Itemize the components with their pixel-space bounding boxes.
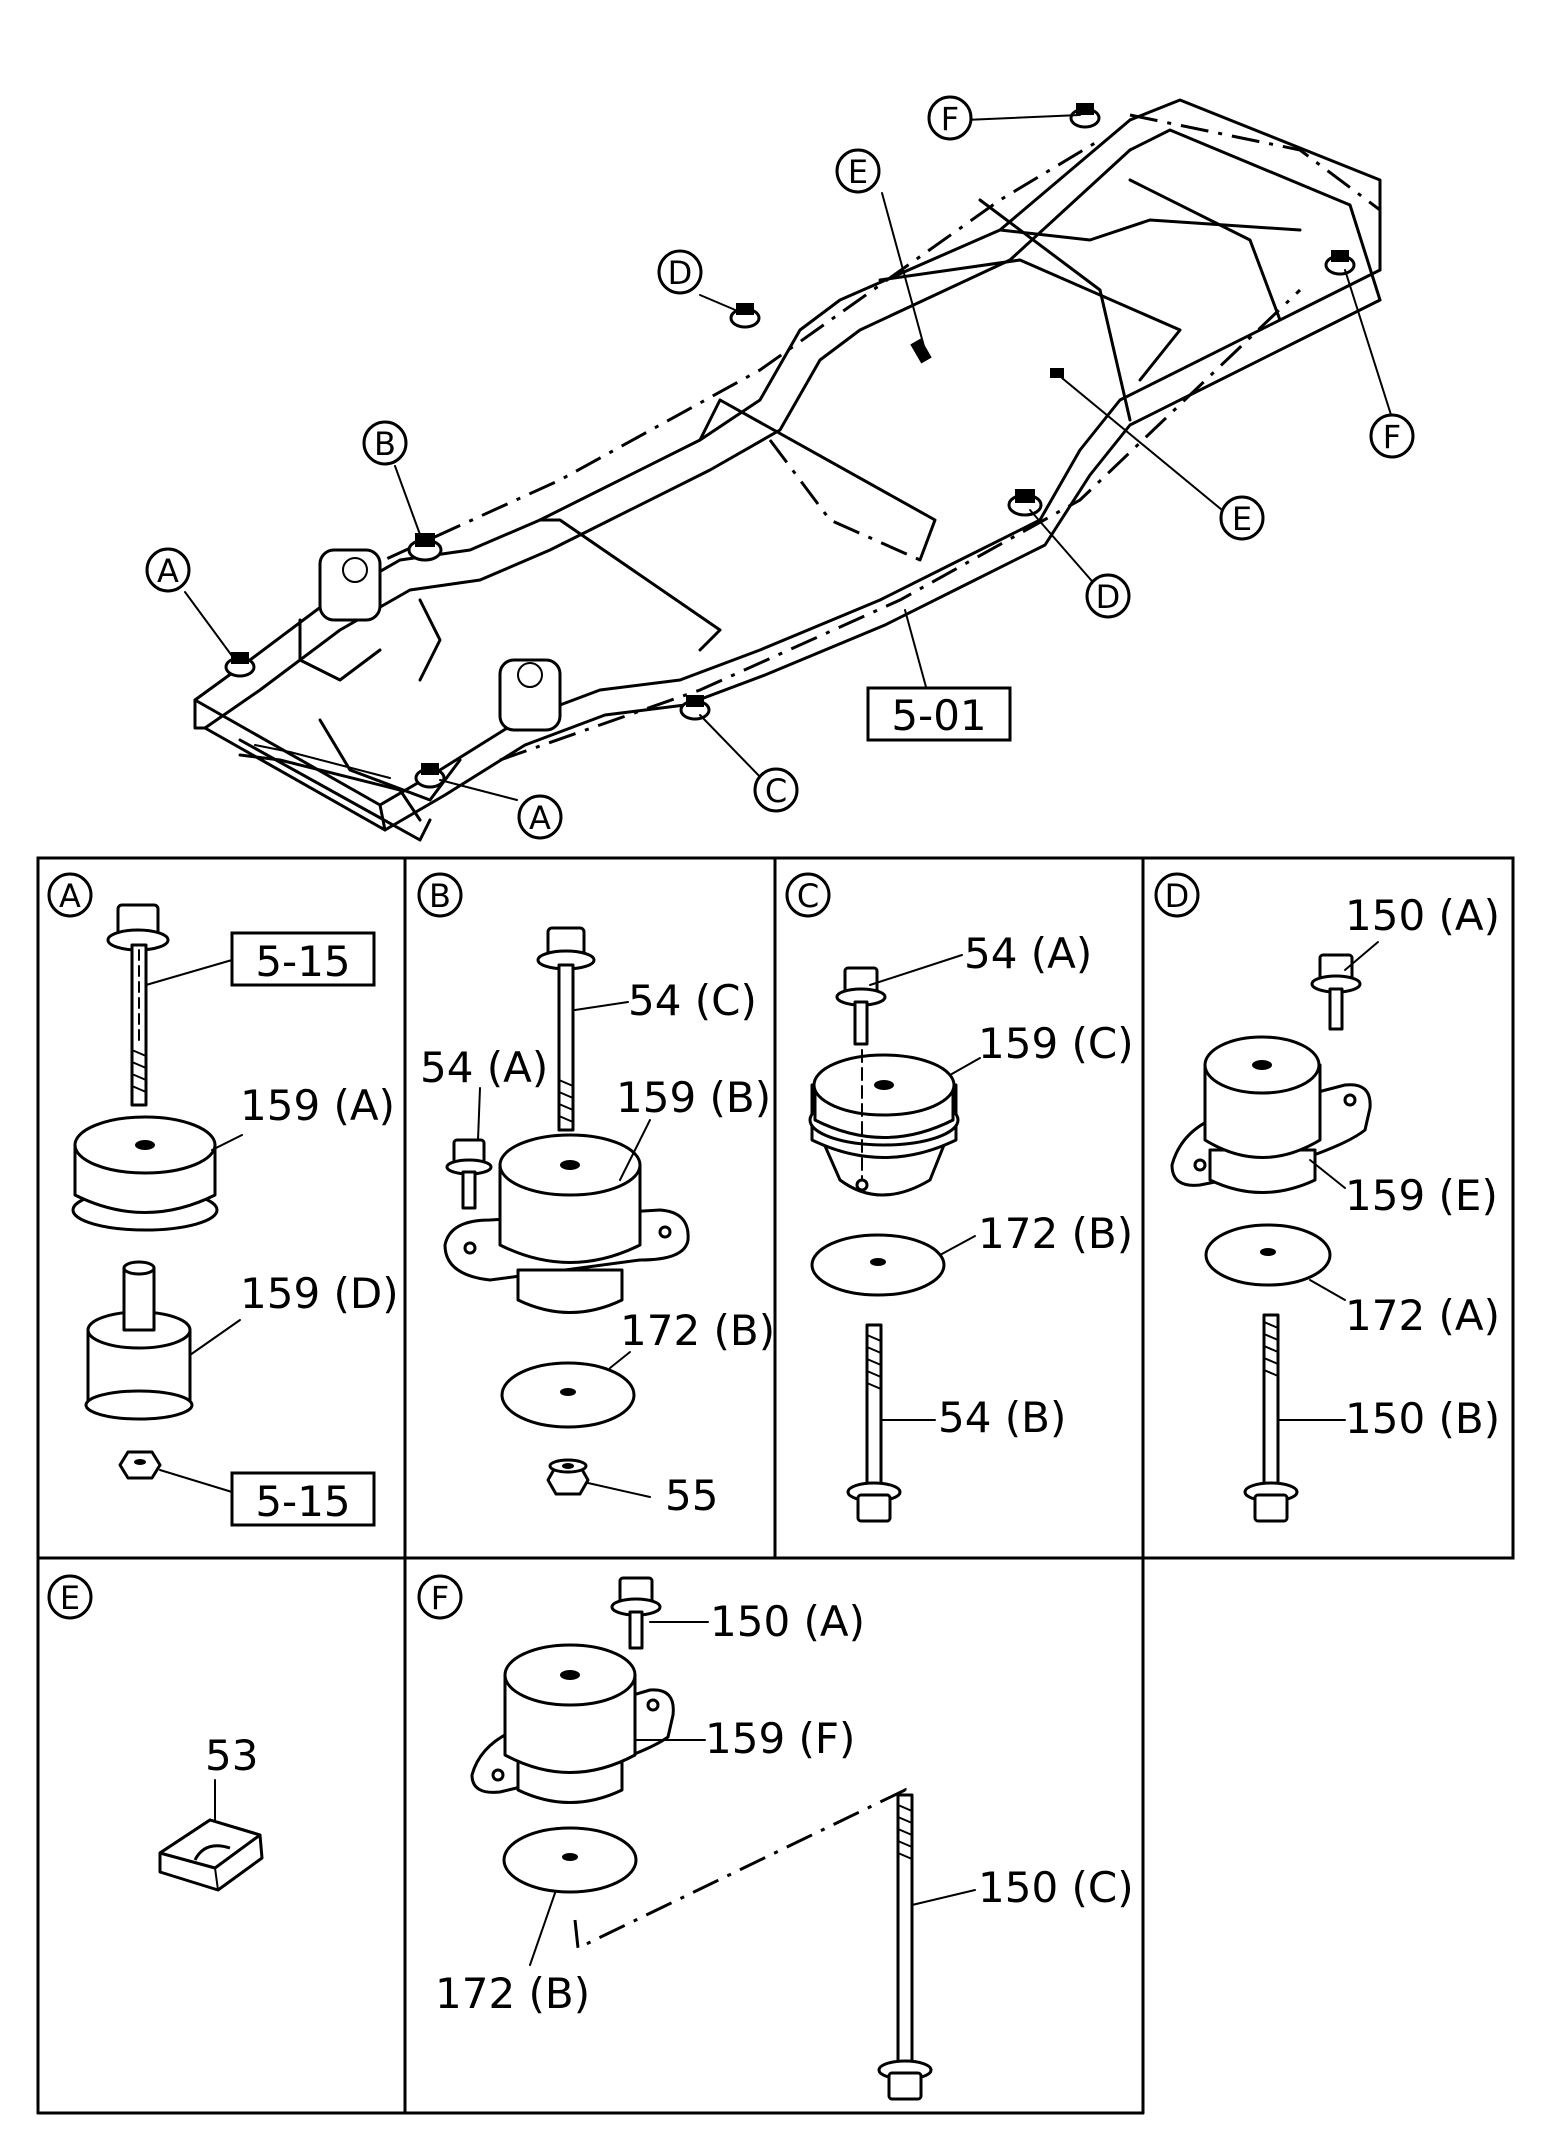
mount-d-icon	[1170, 1035, 1372, 1194]
svg-text:54 (B): 54 (B)	[938, 1393, 1066, 1442]
panel-f: F 150 (A) 159 (F) 172 (B)	[417, 1574, 1134, 2101]
svg-text:A: A	[59, 877, 81, 915]
bottom-bolt-d-icon	[1243, 1313, 1299, 1523]
callout-f-top: F	[927, 95, 973, 141]
svg-text:172 (B): 172 (B)	[978, 1209, 1133, 1258]
svg-text:C: C	[797, 877, 819, 915]
svg-text:5-15: 5-15	[255, 1477, 350, 1526]
bolt-icon	[106, 903, 170, 1107]
lower-mount-icon	[84, 1260, 194, 1421]
svg-text:53: 53	[205, 1731, 258, 1780]
frame-mount-f2-icon	[1324, 250, 1356, 276]
mount-flange-icon	[443, 1133, 690, 1314]
svg-text:172 (A): 172 (A)	[1345, 1291, 1500, 1340]
nut-b-icon	[546, 1458, 590, 1496]
svg-text:B: B	[374, 425, 396, 463]
svg-text:5-01: 5-01	[891, 691, 986, 740]
svg-text:159 (B): 159 (B)	[616, 1073, 771, 1122]
mount-c-icon	[808, 1049, 960, 1197]
panel-e: E 53	[47, 1574, 264, 1892]
svg-text:A: A	[529, 799, 551, 837]
upper-mount-icon	[71, 1115, 219, 1232]
frame-mount-a1-icon	[224, 652, 256, 678]
svg-text:159 (A): 159 (A)	[240, 1081, 395, 1130]
top-bolt-d-icon	[1310, 953, 1362, 1031]
svg-text:159 (C): 159 (C)	[978, 1019, 1134, 1068]
callout-e-right: E	[1219, 495, 1265, 541]
panel-grid	[36, 856, 1515, 2115]
svg-text:54 (C): 54 (C)	[628, 976, 757, 1025]
callout-d-left: D	[657, 249, 703, 295]
svg-text:159 (F): 159 (F)	[705, 1714, 855, 1763]
svg-text:F: F	[941, 100, 959, 138]
svg-text:150 (A): 150 (A)	[1345, 891, 1500, 940]
panel-c: C 54 (A) 159 (C) 172 (B)	[785, 872, 1134, 1523]
svg-text:C: C	[765, 772, 787, 810]
svg-text:159 (D): 159 (D)	[240, 1269, 399, 1318]
svg-text:E: E	[848, 153, 868, 191]
mount-f-icon	[470, 1643, 675, 1804]
frame-mount-c-icon	[679, 695, 711, 721]
callout-a-left: A	[145, 547, 191, 593]
callout-d-right: D	[1085, 573, 1131, 619]
washer-f-icon	[502, 1826, 638, 1894]
nut-icon	[118, 1450, 162, 1480]
frame-mount-d1-icon	[729, 303, 761, 329]
top-bolt-f-icon	[610, 1576, 662, 1650]
short-bolt-icon	[445, 1138, 493, 1210]
svg-text:B: B	[429, 877, 451, 915]
svg-text:159 (E): 159 (E)	[1345, 1171, 1498, 1220]
frame-mount-f1-icon	[1069, 103, 1101, 129]
svg-text:F: F	[431, 1579, 449, 1617]
svg-text:F: F	[1383, 418, 1401, 456]
panel-b: B 54 (C) 54 (A) 159 (B)	[417, 872, 775, 1520]
panel-a: A 5-15 159 (A) 159 (D)	[47, 872, 399, 1527]
callout-b: B	[362, 420, 408, 466]
washer-c-icon	[810, 1233, 946, 1297]
svg-text:D: D	[1096, 578, 1121, 616]
long-bolt-f-icon	[877, 1793, 933, 2101]
svg-text:D: D	[668, 254, 693, 292]
frame-mount-a2-icon	[414, 763, 446, 789]
top-bolt-c-icon	[835, 966, 887, 1046]
frame-ref-box: 5-01	[866, 686, 1012, 742]
svg-text:55: 55	[665, 1471, 718, 1520]
chassis-frame	[193, 98, 1382, 842]
svg-text:150 (B): 150 (B)	[1345, 1394, 1500, 1443]
callout-c: C	[753, 767, 799, 813]
callout-a-right: A	[517, 794, 563, 840]
frame-mount-d2-icon	[1007, 489, 1043, 517]
svg-text:A: A	[157, 552, 179, 590]
washer-d-icon	[1204, 1223, 1332, 1287]
svg-text:E: E	[1232, 500, 1252, 538]
callout-e-top: E	[835, 148, 881, 194]
svg-text:54 (A): 54 (A)	[420, 1043, 548, 1092]
washer-icon	[500, 1361, 636, 1429]
svg-text:172 (B): 172 (B)	[620, 1306, 775, 1355]
svg-text:54 (A): 54 (A)	[964, 929, 1092, 978]
svg-text:172 (B): 172 (B)	[435, 1969, 590, 2018]
svg-text:D: D	[1165, 877, 1190, 915]
svg-text:5-15: 5-15	[255, 937, 350, 986]
panel-d: D 150 (A) 159 (E) 172 (A)	[1154, 872, 1500, 1523]
svg-text:E: E	[60, 1579, 80, 1617]
callout-f-right: F	[1369, 413, 1415, 459]
svg-text:150 (A): 150 (A)	[710, 1597, 865, 1646]
svg-text:150 (C): 150 (C)	[978, 1863, 1134, 1912]
long-bolt-icon	[536, 926, 596, 1132]
bottom-bolt-c-icon	[846, 1323, 902, 1523]
bracket-icon	[158, 1818, 264, 1892]
